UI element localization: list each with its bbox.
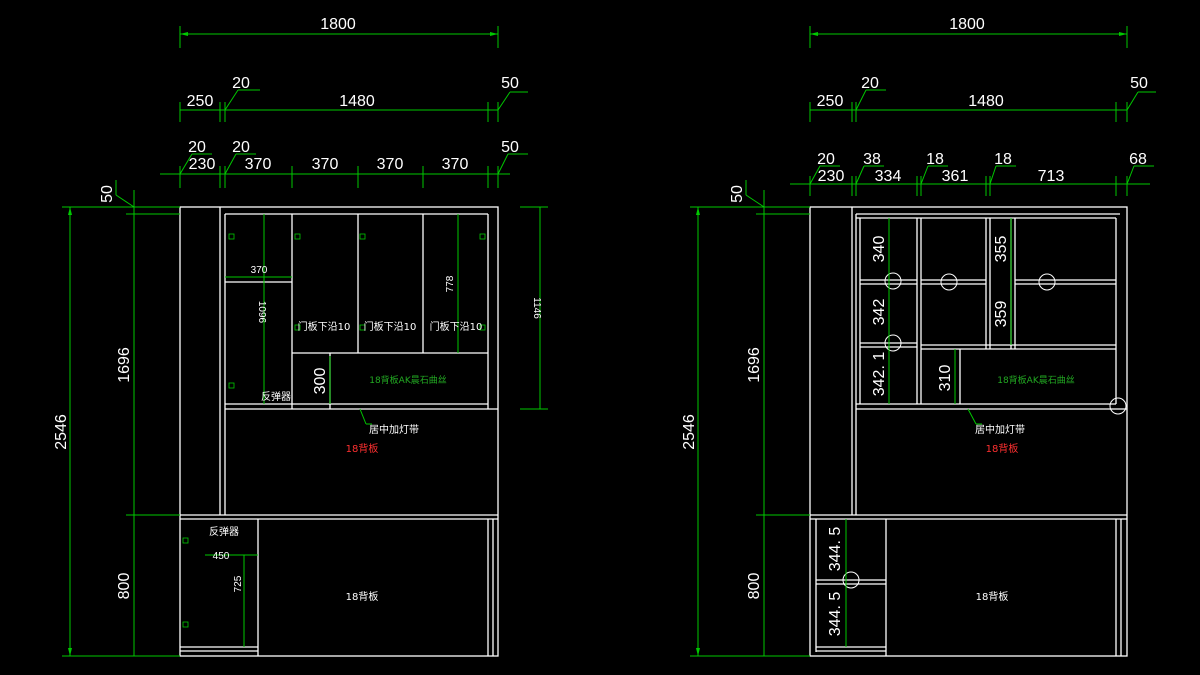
dim-a-top-offset: 50 [99,185,116,203]
dim-b-lower-height: 800 [746,573,763,600]
vertical-dims-b [690,180,1012,657]
note-a-center-light: 居中加灯带 [369,423,419,436]
dim-b-gap4: 18 [994,151,1012,168]
note-a-back-marble: 18背板AK晨石曲丝 [369,374,447,386]
note-a-door1: 门板下沿10 [298,320,351,333]
dim-b-gap3: 18 [926,151,944,168]
note-b-back-marble: 18背板AK晨石曲丝 [997,374,1075,386]
dim-b-col1: 230 [818,168,845,185]
dim-b-col2: 334 [875,168,902,185]
dim-b-shelf1: 340 [871,236,888,263]
dim-a-gap-left: 20 [232,75,250,92]
dim-a-col3: 370 [312,156,339,173]
dim-b-total-height: 2546 [681,414,698,450]
dim-a-side-right: 50 [501,75,519,92]
dim-a-door-height: 1096 [256,301,267,324]
dim-a-upper-height: 1696 [116,347,133,383]
dim-a-side-left: 250 [187,93,214,110]
notes-b: 18背板AK晨石曲丝 居中加灯带 18背板 18背板 [967,374,1075,603]
drawing-a: 1800 250 20 1480 50 20 230 20 370 370 37… [53,16,548,657]
dim-texts-a: 1800 250 20 1480 50 20 230 20 370 370 37… [53,16,542,599]
dim-b-shelf3: 342. 1 [871,352,888,397]
vertical-dims-a [62,180,548,657]
dim-a-col5: 370 [442,156,469,173]
dim-texts-b: 1800 250 20 1480 50 20 230 38 334 18 361… [681,16,1148,636]
dim-b-upper-height: 1696 [746,347,763,383]
dim-b-overall-width: 1800 [949,16,985,33]
dim-a-col-gap-left: 20 [188,139,206,156]
dim-b-mid2: 359 [993,301,1010,328]
drawing-b: 1800 250 20 1480 50 20 230 38 334 18 361… [681,16,1156,657]
cabinet-a-structure [179,206,499,657]
note-a-rebound1: 反弹器 [261,390,291,403]
dim-b-lower1: 344. 5 [827,527,844,572]
note-b-center-light: 居中加灯带 [975,423,1025,436]
dim-b-niche: 310 [937,365,954,392]
dim-a-niche-height: 300 [312,368,329,395]
dim-a-col1: 230 [189,156,216,173]
dim-b-middle: 1480 [968,93,1004,110]
dim-b-side-left: 250 [817,93,844,110]
dim-a-lower-height: 800 [116,573,133,600]
dim-a-lower-width: 450 [213,551,230,562]
dim-a-lower-door: 725 [233,575,244,592]
dim-b-shelf2: 342 [871,299,888,326]
dim-b-gap-left: 20 [861,75,879,92]
hole-circles-b [842,272,1127,589]
dim-b-col4: 713 [1038,168,1065,185]
dim-b-col-gap-left: 20 [817,151,835,168]
dim-a-middle: 1480 [339,93,375,110]
dim-b-mid1: 355 [993,236,1010,263]
dim-a-col2: 370 [245,156,272,173]
horizontal-dims-b [790,26,1156,196]
dim-a-col-gap2: 20 [232,139,250,156]
note-a-door2: 门板下沿10 [364,320,417,333]
dim-a-inner-width: 370 [251,265,268,276]
note-a-rebound2: 反弹器 [209,525,239,538]
dim-b-col-right: 68 [1129,151,1147,168]
dim-a-right-height: 1146 [531,297,542,319]
dim-b-top-offset: 50 [729,185,746,203]
note-a-back-red: 18背板 [346,442,379,455]
notes-a: 门板下沿10 门板下沿10 门板下沿10 18背板AK晨石曲丝 反弹器 居中加灯… [209,320,482,603]
dim-b-lower2: 344. 5 [827,592,844,637]
dim-b-side-right: 50 [1130,75,1148,92]
dim-a-cab-height: 778 [445,275,456,292]
dim-a-overall-width: 1800 [320,16,356,33]
cabinet-b-structure [809,206,1128,657]
hinge-marks-a [182,233,486,628]
dim-a-col-right: 50 [501,139,519,156]
dim-b-col3: 361 [942,168,969,185]
note-b-back-red: 18背板 [986,442,1019,455]
note-a-door3: 门板下沿10 [430,320,483,333]
dim-a-col4: 370 [377,156,404,173]
horizontal-dims-a [160,26,528,556]
note-b-back-lower: 18背板 [976,590,1009,603]
dim-a-total-height: 2546 [53,414,70,450]
note-a-back-lower: 18背板 [346,590,379,603]
dim-b-gap2: 38 [863,151,881,168]
